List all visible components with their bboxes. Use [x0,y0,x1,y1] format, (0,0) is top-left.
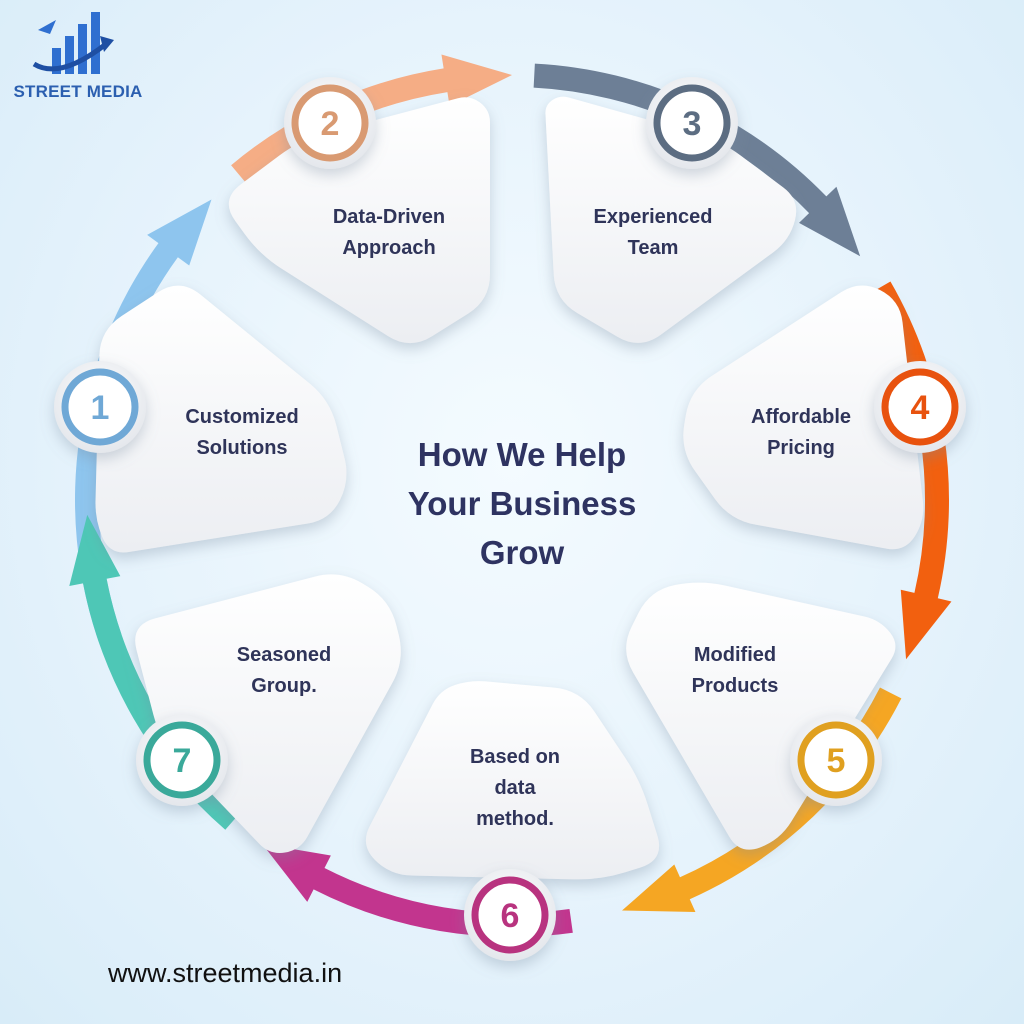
step-badge-5: 5 [790,714,882,806]
step-number-2: 2 [321,105,340,143]
step-badge-4: 4 [874,361,966,453]
step-number-6: 6 [501,897,520,935]
step-number-5: 5 [827,742,846,780]
step-card-6 [365,681,660,880]
step-label-3: Experienced Team [593,206,713,259]
step-badge-3: 3 [646,77,738,169]
step-label-5: Modified Products [691,644,779,697]
brand-name: STREET MEDIA [13,82,143,101]
cycle-arrow-5 [621,687,902,913]
step-label-1: Customized Solutions [185,406,299,459]
step-badge-7: 7 [136,714,228,806]
step-number-7: 7 [173,742,192,780]
step-label-6: Based on data method. [469,746,561,830]
step-badge-2: 2 [284,77,376,169]
cycle-arrow-2 [231,54,513,184]
step-card-4 [683,285,924,550]
step-label-4: Affordable Pricing [751,406,851,459]
step-number-4: 4 [911,389,930,427]
step-badge-1: 1 [54,361,146,453]
step-card-3 [545,96,797,343]
website-link[interactable]: www.streetmedia.in [108,958,343,988]
step-card-7 [135,574,401,853]
cycle-arrow-3 [533,63,861,257]
step-card-5 [626,582,896,850]
step-label-2: Data-Driven Approach [332,206,446,259]
step-card-1 [95,285,347,553]
step-number-3: 3 [683,105,702,143]
rising-bars-arrow-icon [30,6,120,91]
step-badge-6: 6 [464,869,556,961]
step-card-2 [228,97,490,344]
step-number-1: 1 [91,389,110,427]
diagram-title: How We Help Your Business Grow [407,436,637,571]
step-label-7: Seasoned Group. [236,644,332,697]
step-badges: 1 2 3 4 5 6 7 [54,77,966,961]
